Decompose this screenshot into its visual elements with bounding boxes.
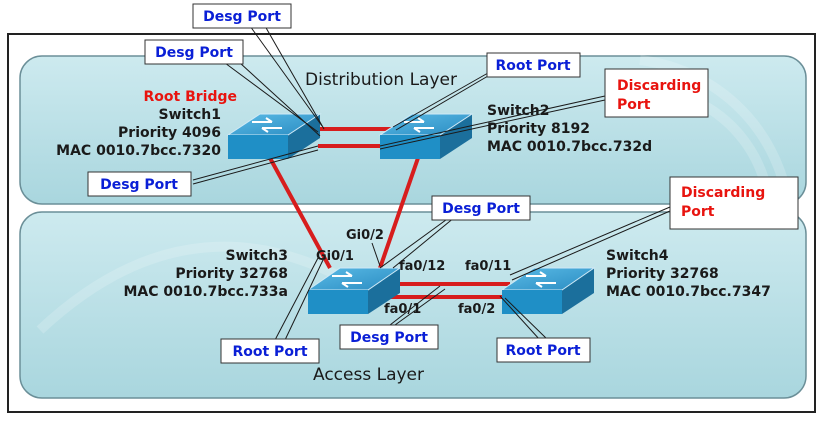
svg-text:Port: Port [681,204,715,220]
switch2-icon [378,113,474,159]
svg-text:Desg Port: Desg Port [203,9,281,25]
switch3-mac: MAC 0010.7bcc.733a [123,284,288,300]
svg-text:Desg Port: Desg Port [100,177,178,193]
switch2-mac: MAC 0010.7bcc.732d [487,139,652,155]
svg-text:Root Port: Root Port [232,344,307,360]
svg-text:Root Port: Root Port [495,58,570,74]
svg-text:Root Port: Root Port [505,343,580,359]
switch1-name: Switch1 [158,107,221,123]
callout-desg-top: Desg Port [192,3,292,29]
svg-text:Discarding: Discarding [681,185,765,201]
port-gi0-2: Gi0/2 [346,228,384,243]
svg-text:Port: Port [617,97,651,113]
port-fa0-2: fa0/2 [458,302,495,317]
switch2-priority: Priority 8192 [487,121,590,137]
switch3-priority: Priority 32768 [175,266,288,282]
svg-text:Desg Port: Desg Port [350,330,428,346]
callout-desg-left-lower: Desg Port [87,171,192,197]
callout-root-sw2: Root Port [486,52,581,78]
switch2-name: Switch2 [487,103,550,119]
access-layer-panel [19,211,807,399]
callout-desg-sw3-upper: Desg Port [431,195,531,221]
callout-leaders [192,25,671,341]
svg-text:Desg Port: Desg Port [155,45,233,61]
port-fa0-11: fa0/11 [465,259,511,274]
switch3-icon [306,267,402,314]
distribution-layer-title: Distribution Layer [305,70,457,90]
svg-text:Discarding: Discarding [617,78,701,94]
callout-discarding-sw4: Discarding Port [669,176,799,230]
port-fa0-12: fa0/12 [399,259,445,274]
switch1-mac: MAC 0010.7bcc.7320 [56,143,221,159]
switch1-role: Root Bridge [144,89,238,105]
callout-root-sw4: Root Port [496,337,591,363]
callout-desg-sw3-lower: Desg Port [339,324,439,350]
switch1-icon [226,113,322,159]
callout-desg-left-upper: Desg Port [144,39,244,65]
switch4-mac: MAC 0010.7bcc.7347 [606,284,771,300]
port-gi0-1: Gi0/1 [316,249,354,264]
switch4-icon [500,267,596,314]
svg-text:Desg Port: Desg Port [442,201,520,217]
switch3-name: Switch3 [225,248,288,264]
switch4-name: Switch4 [606,248,669,264]
gi0-2-pointer [371,242,381,267]
switch1-priority: Priority 4096 [118,125,221,141]
access-layer-title: Access Layer [313,365,424,385]
callout-root-sw3: Root Port [220,338,320,364]
link-sw2-sw3 [378,157,420,269]
switch4-priority: Priority 32768 [606,266,719,282]
callout-discarding-sw2: Discarding Port [604,68,709,118]
link-sw1-sw3 [268,157,332,269]
